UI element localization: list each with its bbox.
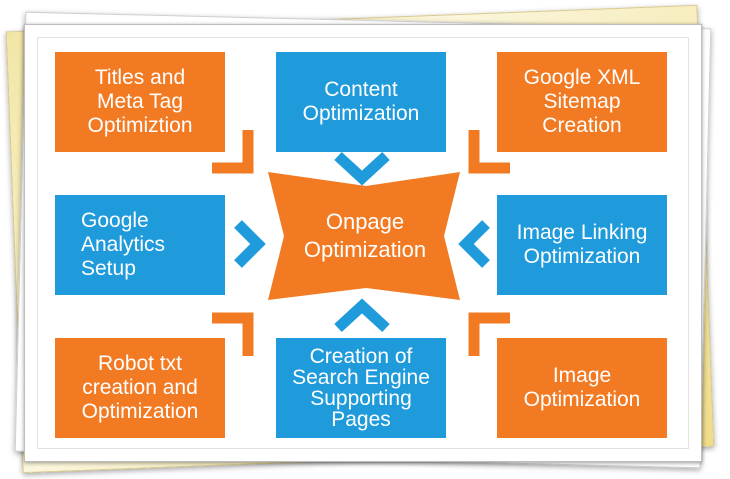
center-onpage-optimization: Onpage Optimization [303, 209, 427, 262]
node-image-linking: Image Linking Optimization [497, 195, 667, 295]
chevron-arrow-icon [468, 130, 510, 174]
node-robot-txt: Robot txt creation and Optimization [55, 338, 225, 438]
chevron-arrow-icon [212, 130, 254, 174]
chevron-arrow-icon [334, 151, 390, 186]
node-titles-meta-tag: Titles and Meta Tag Optimiztion [55, 52, 225, 152]
node-google-analytics: Google Analytics Setup [55, 195, 225, 295]
node-image-optimization: Image Optimization [497, 338, 667, 438]
node-google-xml-sitemap: Google XML Sitemap Creation [497, 52, 667, 152]
chevron-arrow-icon [212, 312, 254, 356]
node-search-engine-pages: Creation of Search Engine Supporting Pag… [276, 338, 446, 438]
chevron-arrow-icon [458, 220, 490, 268]
chevron-arrow-icon [468, 312, 510, 356]
center-star-shape [268, 172, 460, 300]
node-content-optimization: Content Optimization [276, 52, 446, 152]
chevron-arrow-icon [234, 220, 266, 268]
chevron-arrow-icon [334, 298, 390, 333]
